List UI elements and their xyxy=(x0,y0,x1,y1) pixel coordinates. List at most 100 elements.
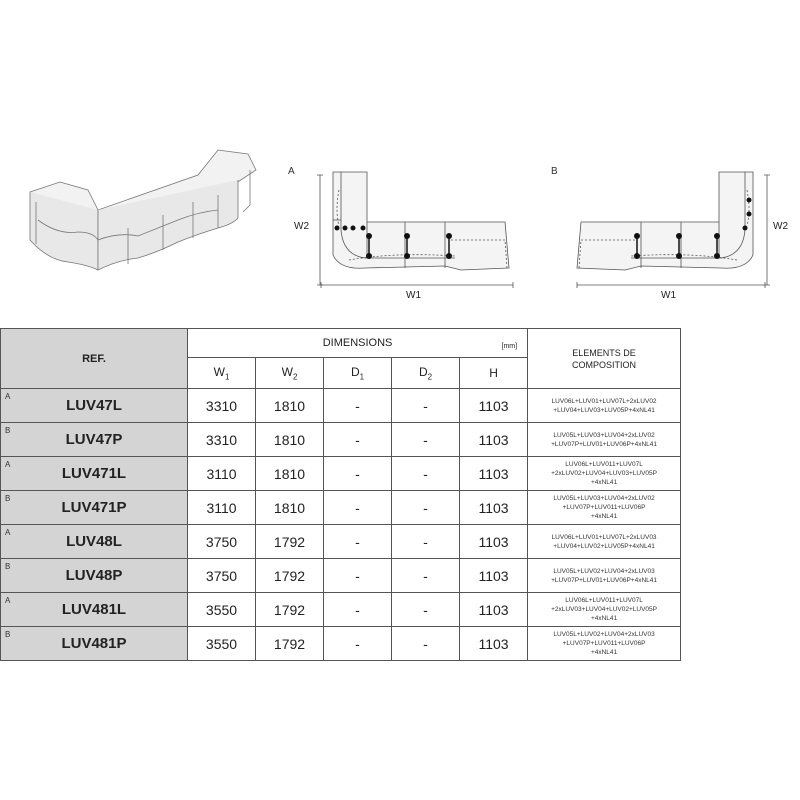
elements-cell: LUV05L+LUV03+LUV04+2xLUV02+LUV07P+LUV01+… xyxy=(527,422,682,457)
desk-perspective-drawing xyxy=(29,149,257,271)
cell-w1: 3550 xyxy=(187,626,256,661)
elements-line: LUV06L+LUV01+LUV07L+2xLUV03 xyxy=(551,533,657,541)
spec-table: REF. DIMENSIONS [mm] ELEMENTS DE COMPOSI… xyxy=(0,328,682,661)
elements-line: LUV05L+LUV02+LUV04+2xLUV03 xyxy=(553,567,655,575)
variant-letter: B xyxy=(5,494,11,503)
ref-cell: A LUV48L xyxy=(0,524,188,559)
plan-a-drawing xyxy=(317,171,514,288)
cell-d2: - xyxy=(391,558,460,593)
elements-line: +2xLUV03+LUV04+LUV02+LUV05P xyxy=(551,606,657,613)
elements-line: LUV06L+LUV011+LUV07L xyxy=(565,597,643,604)
plan-b-w1-label: W1 xyxy=(661,290,676,301)
cell-h: 1103 xyxy=(458,626,529,661)
cell-w2: 1810 xyxy=(255,388,324,423)
variant-letter: B xyxy=(5,630,11,639)
ref-code: LUV471P xyxy=(61,499,127,516)
cell-w2: 1810 xyxy=(255,490,324,525)
elements-cell: LUV06L+LUV011+LUV07L+2xLUV02+LUV04+LUV03… xyxy=(527,456,682,491)
ref-code: LUV471L xyxy=(61,465,127,482)
ref-header: REF. xyxy=(0,328,188,389)
elements-line: +LUV07P+LUV011+LUV06P xyxy=(562,640,646,647)
column-header-w1: W1 xyxy=(187,357,256,389)
column-header-d1: D1 xyxy=(323,357,392,389)
ref-code: LUV47L xyxy=(66,397,122,414)
ref-cell: B LUV47P xyxy=(0,422,188,457)
cell-w1: 3110 xyxy=(187,490,256,525)
cell-d2: - xyxy=(391,490,460,525)
elements-line: +4xNL41 xyxy=(590,615,618,622)
ref-cell: A LUV47L xyxy=(0,388,188,423)
cell-w1: 3550 xyxy=(187,592,256,627)
cell-w2: 1792 xyxy=(255,558,324,593)
variant-letter: B xyxy=(5,562,11,571)
ref-cell: B LUV481P xyxy=(0,626,188,661)
elements-line: +4xNL41 xyxy=(590,479,618,486)
cell-d2: - xyxy=(391,592,460,627)
elements-header-line1: ELEMENTS DE xyxy=(572,347,636,358)
elements-header-line2: COMPOSITION xyxy=(572,359,637,370)
ref-cell: A LUV471L xyxy=(0,456,188,491)
cell-w2: 1792 xyxy=(255,592,324,627)
ref-code: LUV481P xyxy=(61,635,127,652)
plan-b-letter: B xyxy=(551,166,558,177)
variant-letter: B xyxy=(5,426,11,435)
cell-h: 1103 xyxy=(458,456,529,491)
cell-d1: - xyxy=(323,558,392,593)
cell-w2: 1792 xyxy=(255,626,324,661)
plan-b-drawing xyxy=(576,171,770,288)
ref-code: LUV47P xyxy=(65,431,123,448)
column-header-h: H xyxy=(458,357,529,389)
cell-d1: - xyxy=(323,456,392,491)
cell-h: 1103 xyxy=(458,558,529,593)
column-header-w2: W2 xyxy=(255,357,324,389)
cell-d2: - xyxy=(391,626,460,661)
ref-cell: B LUV471P xyxy=(0,490,188,525)
cell-h: 1103 xyxy=(458,490,529,525)
cell-w1: 3110 xyxy=(187,456,256,491)
cell-d2: - xyxy=(391,524,460,559)
cell-w1: 3750 xyxy=(187,524,256,559)
ref-code: LUV48P xyxy=(65,567,123,584)
elements-line: +LUV07P+LUV011+LUV06P xyxy=(562,504,646,511)
cell-d2: - xyxy=(391,388,460,423)
elements-line: LUV06L+LUV011+LUV07L xyxy=(565,461,643,468)
cell-d1: - xyxy=(323,490,392,525)
cell-h: 1103 xyxy=(458,592,529,627)
plan-a-letter: A xyxy=(288,166,295,177)
dimensions-header: DIMENSIONS [mm] xyxy=(186,328,529,358)
elements-line: LUV05L+LUV03+LUV04+2xLUV02 xyxy=(553,495,655,502)
cell-d1: - xyxy=(323,524,392,559)
variant-letter: A xyxy=(5,392,11,401)
elements-line: +LUV04+LUV02+LUV05P+4xNL41 xyxy=(553,542,655,550)
cell-d1: - xyxy=(323,592,392,627)
elements-cell: LUV06L+LUV01+LUV07L+2xLUV02+LUV04+LUV03+… xyxy=(527,388,682,423)
cell-w2: 1810 xyxy=(255,422,324,457)
column-header-d2: D2 xyxy=(391,357,460,389)
plan-a-w1-label: W1 xyxy=(406,290,421,301)
elements-line: LUV05L+LUV03+LUV04+2xLUV02 xyxy=(553,431,655,439)
elements-cell: LUV05L+LUV02+LUV04+2xLUV03+LUV07P+LUV01+… xyxy=(527,558,682,593)
ref-code: LUV48L xyxy=(66,533,122,550)
variant-letter: A xyxy=(5,460,11,469)
elements-line: LUV06L+LUV01+LUV07L+2xLUV02 xyxy=(551,397,657,405)
cell-d2: - xyxy=(391,456,460,491)
elements-line: +4xNL41 xyxy=(590,513,618,520)
cell-w2: 1810 xyxy=(255,456,324,491)
ref-code: LUV481L xyxy=(61,601,127,618)
cell-d2: - xyxy=(391,422,460,457)
variant-letter: A xyxy=(5,528,11,537)
elements-line: LUV05L+LUV02+LUV04+2xLUV03 xyxy=(553,631,655,638)
plan-a-w2-label: W2 xyxy=(294,221,309,232)
elements-cell: LUV06L+LUV01+LUV07L+2xLUV03+LUV04+LUV02+… xyxy=(527,524,682,559)
cell-d1: - xyxy=(323,388,392,423)
elements-cell: LUV05L+LUV03+LUV04+2xLUV02 +LUV07P+LUV011… xyxy=(527,490,682,525)
cell-d1: - xyxy=(323,422,392,457)
elements-line: +LUV07P+LUV01+LUV06P+4xNL41 xyxy=(551,440,657,448)
elements-cell: LUV05L+LUV02+LUV04+2xLUV03 +LUV07P+LUV011… xyxy=(527,626,682,661)
cell-d1: - xyxy=(323,626,392,661)
